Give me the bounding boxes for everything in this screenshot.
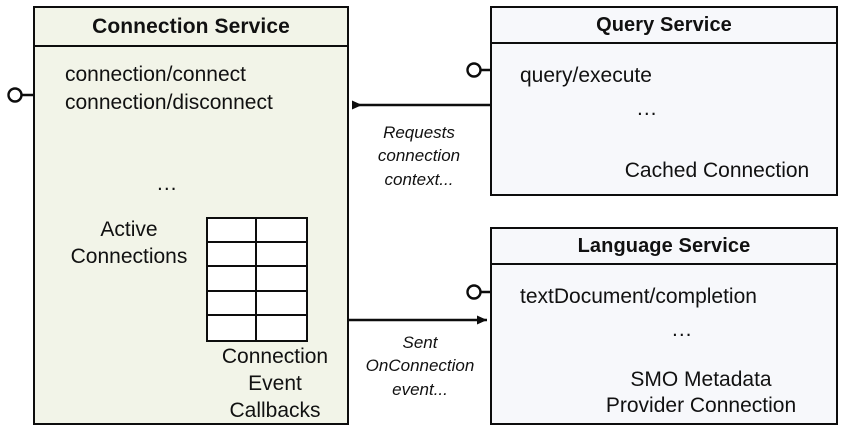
component-query-service[interactable]: Query Service query/execute ... Cached C… <box>490 6 838 196</box>
query-service-operations: query/execute <box>520 62 652 90</box>
note-line-1: Requests <box>383 123 455 142</box>
table-cell <box>257 315 306 340</box>
language-service-body: textDocument/completion ... SMO Metadata… <box>492 265 836 423</box>
connection-service-body: connection/connect connection/disconnect… <box>35 47 347 423</box>
note-line-2: connection <box>377 146 461 166</box>
language-service-operations: textDocument/completion <box>520 283 757 311</box>
callbacks-label-line-2: Event <box>248 371 302 395</box>
smo-label-line-2: Provider Connection <box>605 394 797 418</box>
connection-service-operations: connection/connect connection/disconnect <box>65 61 273 116</box>
active-connections-label: Active Connections <box>49 217 209 271</box>
table-cell <box>208 243 257 268</box>
table-cell <box>257 219 306 244</box>
operation-query-execute: query/execute <box>520 64 652 87</box>
connection-service-title: Connection Service <box>35 8 347 47</box>
table-cell <box>208 291 257 316</box>
active-connections-label-line-2: Connections <box>70 244 188 268</box>
language-service-ellipsis: ... <box>672 318 693 341</box>
connector-note-requests-connection-context: Requests connection context... <box>355 121 483 191</box>
query-service-body: query/execute ... Cached Connection <box>492 44 836 194</box>
note-line-3: event... <box>392 379 448 399</box>
note-line-3: context... <box>384 169 454 189</box>
query-service-ellipsis: ... <box>637 97 658 120</box>
operation-connection-disconnect: connection/disconnect <box>65 90 273 114</box>
connection-event-callbacks-label: Connection Event Callbacks <box>190 344 360 425</box>
connector-note-sent-onconnection-event: Sent OnConnection event... <box>350 331 490 401</box>
smo-metadata-provider-label: SMO Metadata Provider Connection <box>570 367 832 420</box>
connection-service-ellipsis: ... <box>157 172 178 195</box>
operation-textdocument-completion: textDocument/completion <box>520 285 757 308</box>
component-language-service[interactable]: Language Service textDocument/completion… <box>490 227 838 425</box>
table-cell <box>257 291 306 316</box>
active-connections-label-line-1: Active <box>100 218 158 241</box>
callbacks-label-line-1: Connection <box>221 345 329 368</box>
component-connection-service[interactable]: Connection Service connection/connect co… <box>33 6 349 425</box>
smo-label-line-1: SMO Metadata <box>630 368 772 391</box>
table-cell <box>208 315 257 340</box>
language-service-title: Language Service <box>492 229 836 265</box>
table-cell <box>208 267 257 292</box>
connection-event-callbacks-table <box>206 217 308 342</box>
note-line-1: Sent <box>402 333 438 352</box>
table-cell <box>257 243 306 268</box>
operation-connection-connect: connection/connect <box>65 63 246 86</box>
table-cell <box>257 267 306 292</box>
query-service-title: Query Service <box>492 8 836 44</box>
callbacks-label-line-3: Callbacks <box>229 398 321 422</box>
table-cell <box>208 219 257 244</box>
cached-connection-label: Cached Connection <box>624 159 810 182</box>
note-line-2: OnConnection <box>365 356 475 376</box>
